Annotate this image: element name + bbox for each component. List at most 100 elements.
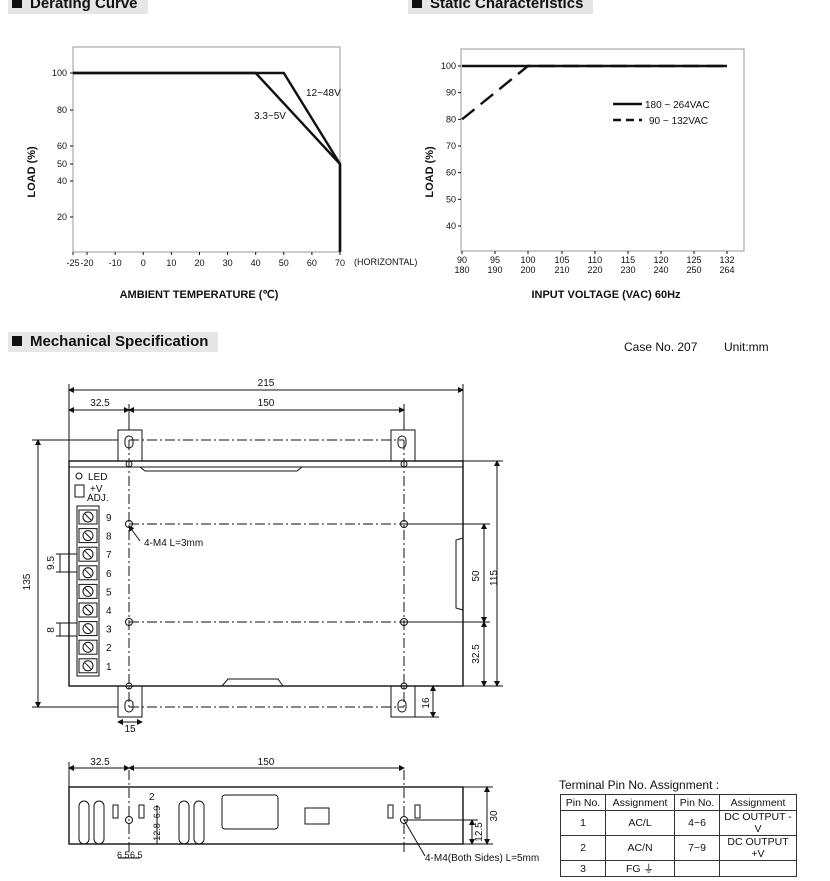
terminal-cell [78,621,98,637]
table-row: 2 AC/N 7~9 DC OUTPUT +V [560,835,797,861]
side-slot [414,804,421,819]
table-header-cell: Pin No. [560,794,606,811]
table-cell: 2 [560,835,606,861]
vent-slot [78,800,90,845]
dim-9-5-label: 9.5 [46,556,57,570]
series-line-1 [73,71,342,252]
y-tick-label: 50 [57,159,67,169]
mount-holes-label: 4-M4 L=3mm [144,538,203,549]
plot-frame [72,46,341,253]
x-tick-label-2: 250 [686,265,701,275]
x-tick-label: -25 [66,258,79,268]
terminal-screw-slot [84,606,92,614]
terminal-cell [78,658,98,674]
terminal-screw-icon [82,604,94,616]
terminal-screw-icon [82,548,94,560]
static-chart-plot: 9018095190100200105210110220115230120240… [441,48,745,275]
static-characteristics-title: Static Characteristics [408,0,594,14]
y-tick-label: 100 [52,68,67,78]
mount-hole [400,618,408,626]
mount-hole [125,618,133,626]
table-cell: FG ⏚ [605,860,675,877]
mechanical-spec-title: Mechanical Specification [8,332,219,352]
y-tick-label: 80 [446,114,456,124]
table-cell: DC OUTPUT +V [719,835,797,861]
tab-slot [124,435,134,449]
pin-table-title: Terminal Pin No. Assignment : [559,778,720,792]
legend-solid-label: 180 ~ 264VAC [645,100,710,111]
vent-slot [178,800,190,845]
bullet-square-icon [412,0,422,8]
y-tick-label: 40 [57,176,67,186]
y-tick-label: 70 [446,141,456,151]
x-tick-label: 120 [653,255,668,265]
terminal-cell [78,528,98,544]
static-y-axis-label: LOAD (%) [424,146,436,198]
x-tick-label: 100 [520,255,535,265]
x-tick-label: 10 [166,258,176,268]
v-adj-label-1: +V [90,484,103,495]
side-dim-6-5a-label: 6.5 [117,850,130,860]
vent-slot [193,800,205,845]
derating-curve-title: Derating Curve [8,0,148,14]
bullet-square-icon [12,0,22,8]
table-cell [674,860,720,877]
vent-slot [93,800,105,845]
terminal-screw-slot [84,625,92,632]
terminal-screw-slot [84,532,92,539]
x-tick-label: 0 [141,258,146,268]
psu-side-view-body [68,786,464,845]
y-tick-label: 90 [446,88,456,98]
table-header-cell: Assignment [605,794,675,811]
terminal-cell [78,509,98,525]
body-notch-bottom [221,678,284,687]
x-tick-label: 20 [194,258,204,268]
terminal-screw-icon [82,530,94,542]
terminal-cell [78,583,98,599]
x-tick-label-2: 180 [454,265,469,275]
terminal-screw-slot [84,662,92,670]
x-tick-label: 30 [223,258,233,268]
y-tick-label: 50 [446,194,456,204]
terminal-cell [78,565,98,581]
terminal-screw-slot [84,588,92,595]
table-cell: AC/N [605,835,675,861]
dim-16-label: 16 [421,697,432,709]
table-cell: DC OUTPUT -V [719,810,797,836]
table-row: 3 FG ⏚ [560,860,797,877]
bullet-square-icon [12,336,22,346]
side-hole [125,816,133,824]
side-dim-32-5-label: 32.5 [90,757,110,768]
x-tick-label: 70 [335,258,345,268]
derating-y-axis-label: LOAD (%) [26,146,38,198]
body-notch-top [139,466,303,472]
table-cell: AC/L [605,810,675,836]
side-window [221,794,279,830]
table-cell: 7~9 [674,835,720,861]
dim-50-label: 50 [471,570,482,582]
side-slot [112,804,119,819]
table-row: 1 AC/L 4~6 DC OUTPUT -V [560,810,797,836]
x-tick-label: 60 [307,258,317,268]
terminal-pin-label: 8 [106,532,112,543]
side-dim-12-8-label: 12.8 [152,823,162,841]
mounting-tab-bl [117,685,143,718]
terminal-screw-slot [84,513,92,521]
x-tick-label-2: 190 [487,265,502,275]
x-tick-label: 125 [686,255,701,265]
mount-hole [400,520,408,528]
y-tick-label: 40 [446,221,456,231]
terminal-screw-icon [82,660,94,672]
dim-32-5-v-label: 32.5 [471,644,482,664]
dim-135-label: 135 [22,573,33,590]
x-tick-label: 115 [621,255,635,265]
terminal-pin-label: 9 [106,513,112,524]
series-line-0 [73,71,342,252]
dim-115-label: 115 [489,570,500,586]
terminal-pin-label: 3 [106,625,112,636]
series-label-3-5v: 3.3~5V [254,111,286,122]
tab-slot [124,699,134,713]
leader-mount [128,525,141,542]
y-tick-label: 100 [441,61,456,71]
